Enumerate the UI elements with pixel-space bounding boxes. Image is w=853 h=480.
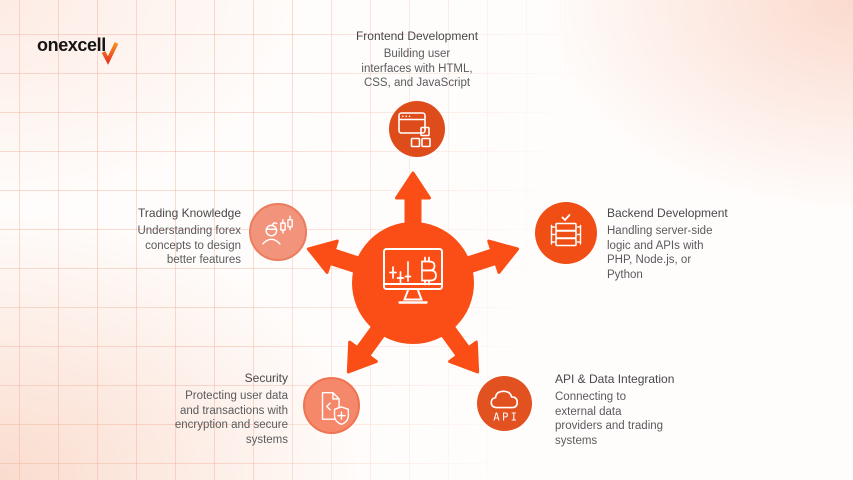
api-cloud-icon: API bbox=[490, 390, 519, 423]
backend-title: Backend Development bbox=[607, 206, 728, 220]
browser-window-icon bbox=[398, 112, 431, 148]
brand-logo-text: onexcell bbox=[37, 35, 106, 55]
frontend-node-circle bbox=[389, 101, 445, 157]
check-mark bbox=[561, 214, 571, 222]
security-text-block: Security Protecting user data and transa… bbox=[128, 371, 288, 448]
frontend-description: Building user interfaces with HTML, CSS,… bbox=[361, 47, 473, 90]
security-node-circle bbox=[303, 377, 360, 434]
server-stack-icon bbox=[550, 214, 582, 247]
trading-text-block: Trading Knowledge Understanding forex co… bbox=[106, 206, 241, 268]
api-node-circle: API bbox=[477, 376, 532, 431]
brand-check-icon bbox=[101, 42, 119, 65]
api-title: API & Data Integration bbox=[555, 372, 675, 386]
frontend-text-block: Frontend Development Building user inter… bbox=[307, 29, 527, 91]
backend-text-block: Backend Development Handling server-side… bbox=[607, 206, 757, 283]
backend-description: Handling server-side logic and APIs with… bbox=[607, 224, 713, 282]
trading-monitor-icon bbox=[383, 248, 443, 304]
frontend-title: Frontend Development bbox=[355, 29, 479, 43]
brand-logo: onexcell bbox=[37, 34, 120, 66]
secure-document-icon bbox=[321, 392, 350, 425]
api-icon-label: API bbox=[493, 410, 519, 423]
security-title: Security bbox=[244, 371, 288, 385]
trader-candlestick-icon bbox=[262, 215, 293, 245]
backend-node-circle bbox=[535, 202, 597, 264]
candlestick-marks bbox=[389, 261, 412, 285]
hub-group bbox=[306, 171, 520, 374]
trading-title: Trading Knowledge bbox=[138, 206, 241, 220]
api-description: Connecting to external data providers an… bbox=[555, 390, 664, 448]
bitcoin-symbol bbox=[421, 256, 437, 286]
security-description: Protecting user data and transactions wi… bbox=[174, 389, 288, 447]
api-text-block: API & Data Integration Connecting to ext… bbox=[555, 372, 705, 449]
trading-description: Understanding forex concepts to design b… bbox=[137, 224, 241, 267]
trading-node-circle bbox=[249, 203, 307, 261]
